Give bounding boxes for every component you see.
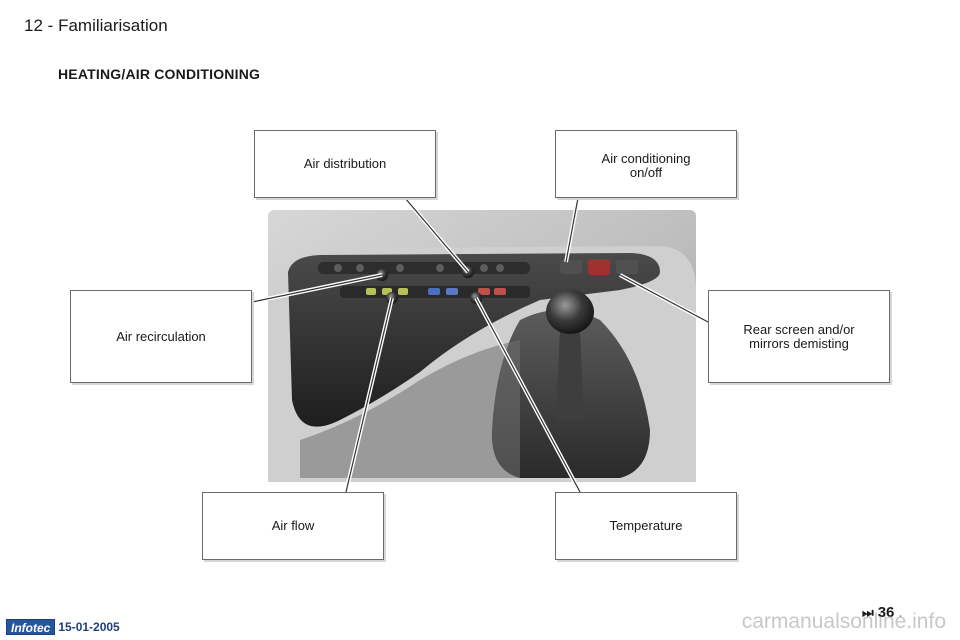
callout-label: Air distribution [303, 156, 387, 171]
gear-shaft [556, 330, 584, 420]
header-separator: - [47, 16, 54, 35]
callout-air-distribution: Air distribution [254, 130, 436, 198]
next-page-link[interactable]: ⏭ 36 . [862, 604, 903, 621]
callout-air-flow: Air flow [202, 492, 384, 560]
footer-date: 15-01-2005 [58, 620, 120, 634]
callout-air-recirculation: Air recirculation [70, 290, 252, 383]
leader-lines-dark [251, 197, 709, 493]
chapter-title: Familiarisation [58, 16, 168, 35]
next-page-number[interactable]: 36 [877, 604, 895, 621]
lower-tray [300, 340, 520, 478]
ac-buttons [560, 259, 638, 275]
gear-knob [546, 290, 594, 334]
flow-indicators [366, 288, 408, 295]
callout-label: Temperature [609, 518, 683, 533]
section-title: HEATING/AIR CONDITIONING [58, 66, 261, 82]
callout-temperature: Temperature [555, 492, 737, 560]
callout-air-conditioning: Air conditioning on/off [555, 130, 737, 198]
watermark: carmanualsonline.info [741, 610, 946, 633]
trailing-dot: . [898, 604, 903, 621]
footer: Infotec 15-01-2005 [6, 618, 120, 636]
page-header: 12 - Familiarisation [24, 16, 168, 36]
infotec-logo: Infotec [6, 619, 56, 635]
callout-label: Air conditioning on/off [601, 151, 691, 180]
callout-rear-screen-demisting: Rear screen and/or mirrors demisting [708, 290, 890, 383]
callout-label: Rear screen and/or mirrors demisting [743, 321, 855, 351]
next-page-icon[interactable]: ⏭ [862, 604, 874, 620]
callout-label: Air recirculation [116, 328, 206, 344]
page-number: 12 [24, 16, 43, 35]
upper-button-row [318, 262, 530, 274]
upper-buttons [334, 264, 504, 272]
temperature-indicators [428, 288, 506, 295]
callout-label: Air flow [271, 518, 315, 533]
